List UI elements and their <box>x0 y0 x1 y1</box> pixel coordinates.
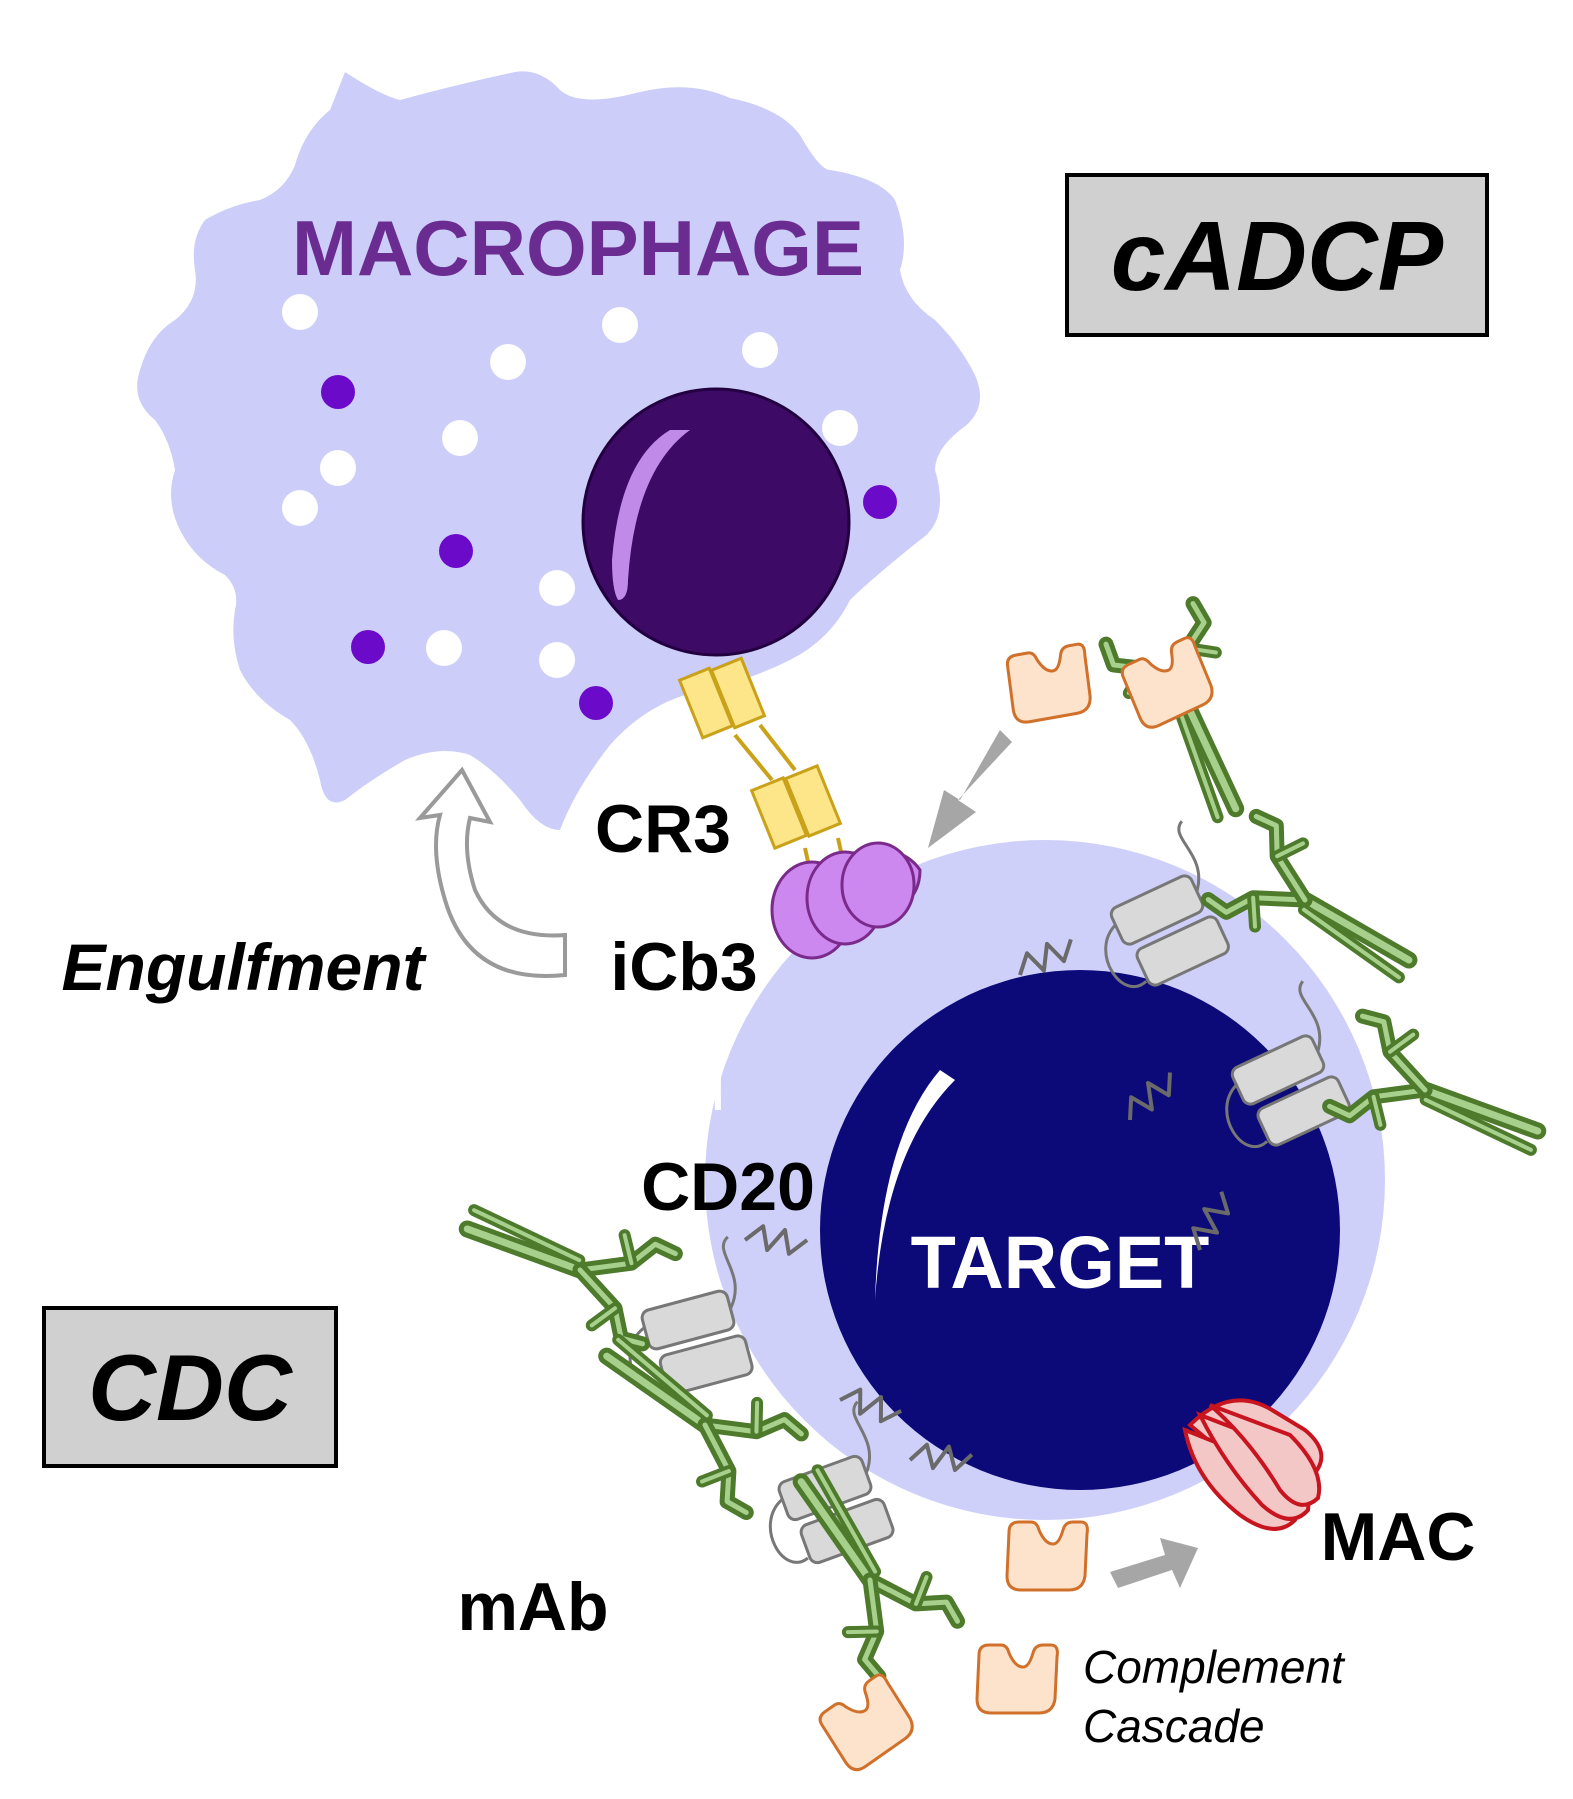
complement-label-line2: Cascade <box>1083 1700 1265 1752</box>
cd20-label: CD20 <box>641 1149 815 1225</box>
mac-pore <box>1182 1398 1324 1531</box>
complement-protein <box>813 1671 922 1776</box>
macrophage-label: MACROPHAGE <box>292 204 864 292</box>
arrow-to-icb3-icon <box>928 730 1012 848</box>
complement-protein <box>1005 1520 1089 1592</box>
macrophage-nucleus <box>581 387 851 657</box>
arrow-to-mac-icon <box>1110 1538 1198 1588</box>
macrophage-vesicles <box>282 294 858 678</box>
cdc-label: CDC <box>88 1335 293 1440</box>
mab-label: mAb <box>457 1569 608 1645</box>
complement-label-line1: Complement <box>1083 1641 1346 1693</box>
target-label: TARGET <box>911 1221 1210 1304</box>
complement-protein <box>1002 641 1097 726</box>
engulfment-label: Engulfment <box>62 930 428 1004</box>
curved-arrow-icon <box>414 766 567 978</box>
icb3-label: iCb3 <box>610 929 757 1005</box>
icb3-fragment <box>770 841 922 960</box>
antibody <box>1104 603 1281 830</box>
mac-label: MAC <box>1321 1499 1476 1575</box>
complement-protein <box>975 1643 1059 1715</box>
target-cell: TARGET <box>705 840 1385 1520</box>
macrophage-cell <box>137 71 981 830</box>
cr3-receptor <box>677 656 847 881</box>
cadcp-box: cADCP <box>1065 173 1489 337</box>
cdc-box: CDC <box>42 1306 338 1468</box>
cadcp-label: cADCP <box>1111 201 1444 311</box>
cr3-label: CR3 <box>595 791 731 867</box>
macrophage-granules <box>321 375 897 720</box>
